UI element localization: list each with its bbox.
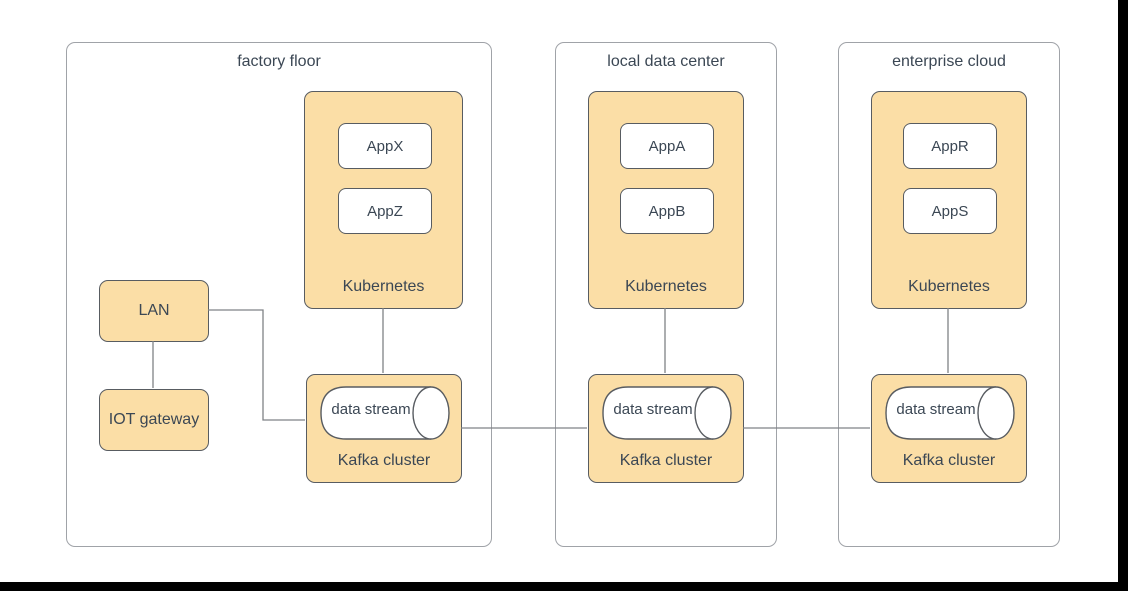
app-label: AppA: [648, 137, 686, 155]
data-stream-label: data stream: [331, 401, 411, 418]
kubernetes-label: Kubernetes: [342, 278, 425, 295]
kubernetes-box-cloud: AppR AppS Kubernetes: [871, 91, 1027, 309]
zone-title-factory-floor: factory floor: [237, 53, 321, 70]
app-label: AppS: [931, 202, 969, 220]
kafka-box-cloud: data stream Kafka cluster: [871, 374, 1027, 483]
app-node-apps: AppS: [903, 188, 997, 234]
app-node-appx: AppX: [338, 123, 432, 169]
kafka-box-factory: data stream Kafka cluster: [306, 374, 462, 483]
kafka-box-datacenter: data stream Kafka cluster: [588, 374, 744, 483]
zone-title-local-data-center: local data center: [607, 53, 725, 70]
app-node-appa: AppA: [620, 123, 714, 169]
iot-gateway-label: IOT gateway: [108, 411, 200, 428]
page-edge-bottom: [0, 582, 1128, 591]
data-stream-cylinder-icon: [885, 386, 1015, 440]
iot-gateway-node: IOT gateway: [99, 389, 209, 451]
data-stream-label: data stream: [613, 401, 693, 418]
kafka-cluster-label: Kafka cluster: [337, 452, 431, 469]
app-label: AppR: [931, 137, 969, 155]
data-stream-cylinder-icon: [320, 386, 450, 440]
data-stream-label: data stream: [896, 401, 976, 418]
app-node-appb: AppB: [620, 188, 714, 234]
lan-node: LAN: [99, 280, 209, 342]
kafka-cluster-label: Kafka cluster: [902, 452, 996, 469]
zone-enterprise-cloud: enterprise cloud AppR AppS Kubernetes da…: [838, 42, 1060, 547]
zone-factory-floor: factory floor LAN IOT gateway AppX AppZ …: [66, 42, 492, 547]
kubernetes-box-datacenter: AppA AppB Kubernetes: [588, 91, 744, 309]
lan-label: LAN: [138, 302, 170, 319]
app-label: AppB: [648, 202, 686, 220]
app-label: AppX: [366, 137, 404, 155]
app-label: AppZ: [367, 202, 403, 220]
zone-local-data-center: local data center AppA AppB Kubernetes d…: [555, 42, 777, 547]
kubernetes-label: Kubernetes: [625, 278, 707, 295]
app-node-appr: AppR: [903, 123, 997, 169]
app-node-appz: AppZ: [338, 188, 432, 234]
kubernetes-box-factory: AppX AppZ Kubernetes: [304, 91, 463, 309]
zone-title-enterprise-cloud: enterprise cloud: [892, 53, 1006, 70]
kubernetes-label: Kubernetes: [908, 278, 990, 295]
kafka-cluster-label: Kafka cluster: [619, 452, 713, 469]
page-edge-right: [1118, 0, 1128, 591]
data-stream-cylinder-icon: [602, 386, 732, 440]
